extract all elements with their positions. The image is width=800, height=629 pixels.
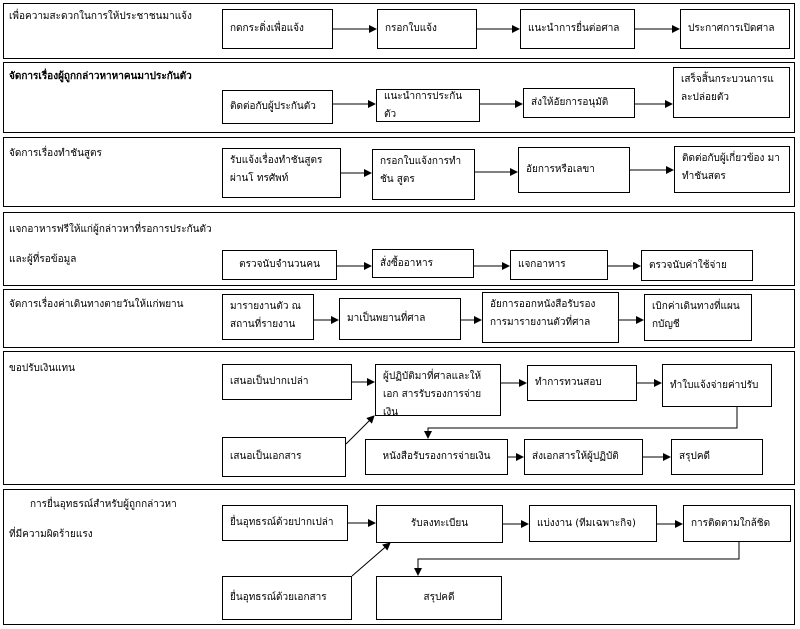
step-count-expenses: ตรวจนับค่าใช้จ่าย	[641, 250, 753, 281]
step-autopsy-form: กรอกใบแจ้งการทำชัน สูตร	[372, 149, 475, 200]
step-document-appeal: ยื่นอุทธรณ์ด้วยเอกสาร	[222, 576, 352, 620]
step-withdraw-travel: เบิกค่าเดินทางที่แผน กบัญชี	[644, 294, 752, 341]
step-register: รับลงทะเบียน	[376, 505, 503, 543]
step-payment-letter: หนังสือรับรองการจ่ายเงิน	[365, 439, 508, 475]
step-bail-advice: แนะนำการประกันตัว	[376, 89, 480, 122]
row-frame-7	[3, 489, 795, 625]
row-frame-5	[3, 289, 795, 348]
row-title-4b: และผู้ที่รอข้อมูล	[9, 254, 77, 265]
step-court-advice: แนะนำการยื่นต่อศาล	[520, 9, 635, 49]
step-fill-form: กรอกใบแจ้ง	[377, 9, 477, 49]
step-contact-parties: ติดต่อกับผู้เกี่ยวข้อง มาทำชันสตร	[674, 146, 790, 193]
step-ring-bell: กดกระดิ่งเพื่อแจ้ง	[222, 9, 333, 49]
step-oral-offer: เสนอเป็นปากเปล่า	[222, 364, 352, 400]
row-title-7b: ที่มีความผิดร้ายแรง	[9, 529, 93, 540]
step-autopsy-phone: รับแจ้งเรื่องทำชันสูตรผ่านโ ทรศัพท์	[222, 148, 341, 198]
row-title-5: จัดการเรื่องค่าเดินทางตายวันให้แก่พยาน	[9, 299, 184, 310]
row-frame-2	[3, 62, 795, 133]
step-case-summary-appeal: สรุปคดี	[376, 576, 502, 620]
step-release: เสร็จสิ้นกระบวนการแ ละปล่อยตัว	[673, 67, 790, 118]
step-distribute-food: แจกอาหาร	[510, 250, 608, 280]
step-send-documents: ส่งเอกสารให้ผู้ปฏิบัติ	[524, 439, 643, 475]
row-title-4a: แจกอาหารฟรีให้แก่ผู้กล่าวหาที่รอการประกั…	[9, 224, 212, 235]
step-payment-certificate: ผู้ปฏิบัติมาที่ศาลและให้เอก สารรับรองการ…	[375, 364, 501, 416]
row-frame-4	[3, 212, 795, 286]
step-review: ทำการทวนสอบ	[527, 365, 637, 401]
step-close-monitoring: การติดตามใกล้ชิด	[683, 505, 791, 542]
step-oral-appeal: ยื่นอุทธรณ์ด้วยปากเปล่า	[222, 505, 348, 541]
row-title-2: จัดการเรื่องผู้ถูกกล่าวหาหาคนมาประกันตัว	[9, 71, 192, 82]
row-title-6: ขอปรับเงินแทน	[9, 363, 75, 374]
step-witness-court: มาเป็นพยานที่ศาล	[339, 298, 461, 340]
row-frame-1	[3, 3, 795, 59]
row-title-1: เพื่อความสะดวกในการให้ประชาชนมาแจ้ง	[9, 11, 192, 22]
step-prosecutor-approve: ส่งให้อัยการอนุมัติ	[523, 88, 635, 118]
step-document-offer: เสนอเป็นเอกสาร	[222, 437, 346, 477]
step-assign-task-force: แบ่งงาน (ทีมเฉพาะกิจ)	[529, 505, 657, 542]
step-report-in: มารายงานตัว ณ สถานที่รายงาน	[222, 294, 314, 340]
step-prosecutor-secretary: อัยการหรือเลขา	[518, 147, 630, 193]
step-order-food: สั่งซื้ออาหาร	[372, 249, 474, 278]
step-count-people: ตรวจนับจำนวนคน	[222, 250, 337, 280]
step-contact-guarantor: ติดต่อกับผู้ประกันตัว	[222, 90, 333, 124]
step-fine-notice: ทำใบแจ้งจ่ายค่าปรับ	[662, 364, 772, 407]
row-frame-3	[3, 137, 795, 207]
step-issue-certificate: อัยการออกหนังสือรับรอง การมารายงานตัวที่…	[482, 292, 619, 343]
row-title-3: จัดการเรื่องทำชันสูตร	[9, 148, 102, 159]
step-case-summary-fine: สรุปคดี	[671, 439, 763, 475]
row-frame-6	[3, 351, 795, 485]
row-title-7a: การยื่นอุทธรณ์สำหรับผู้ถูกกล่าวหา	[30, 499, 177, 510]
step-court-open: ประกาศการเปิดศาล	[680, 9, 790, 49]
